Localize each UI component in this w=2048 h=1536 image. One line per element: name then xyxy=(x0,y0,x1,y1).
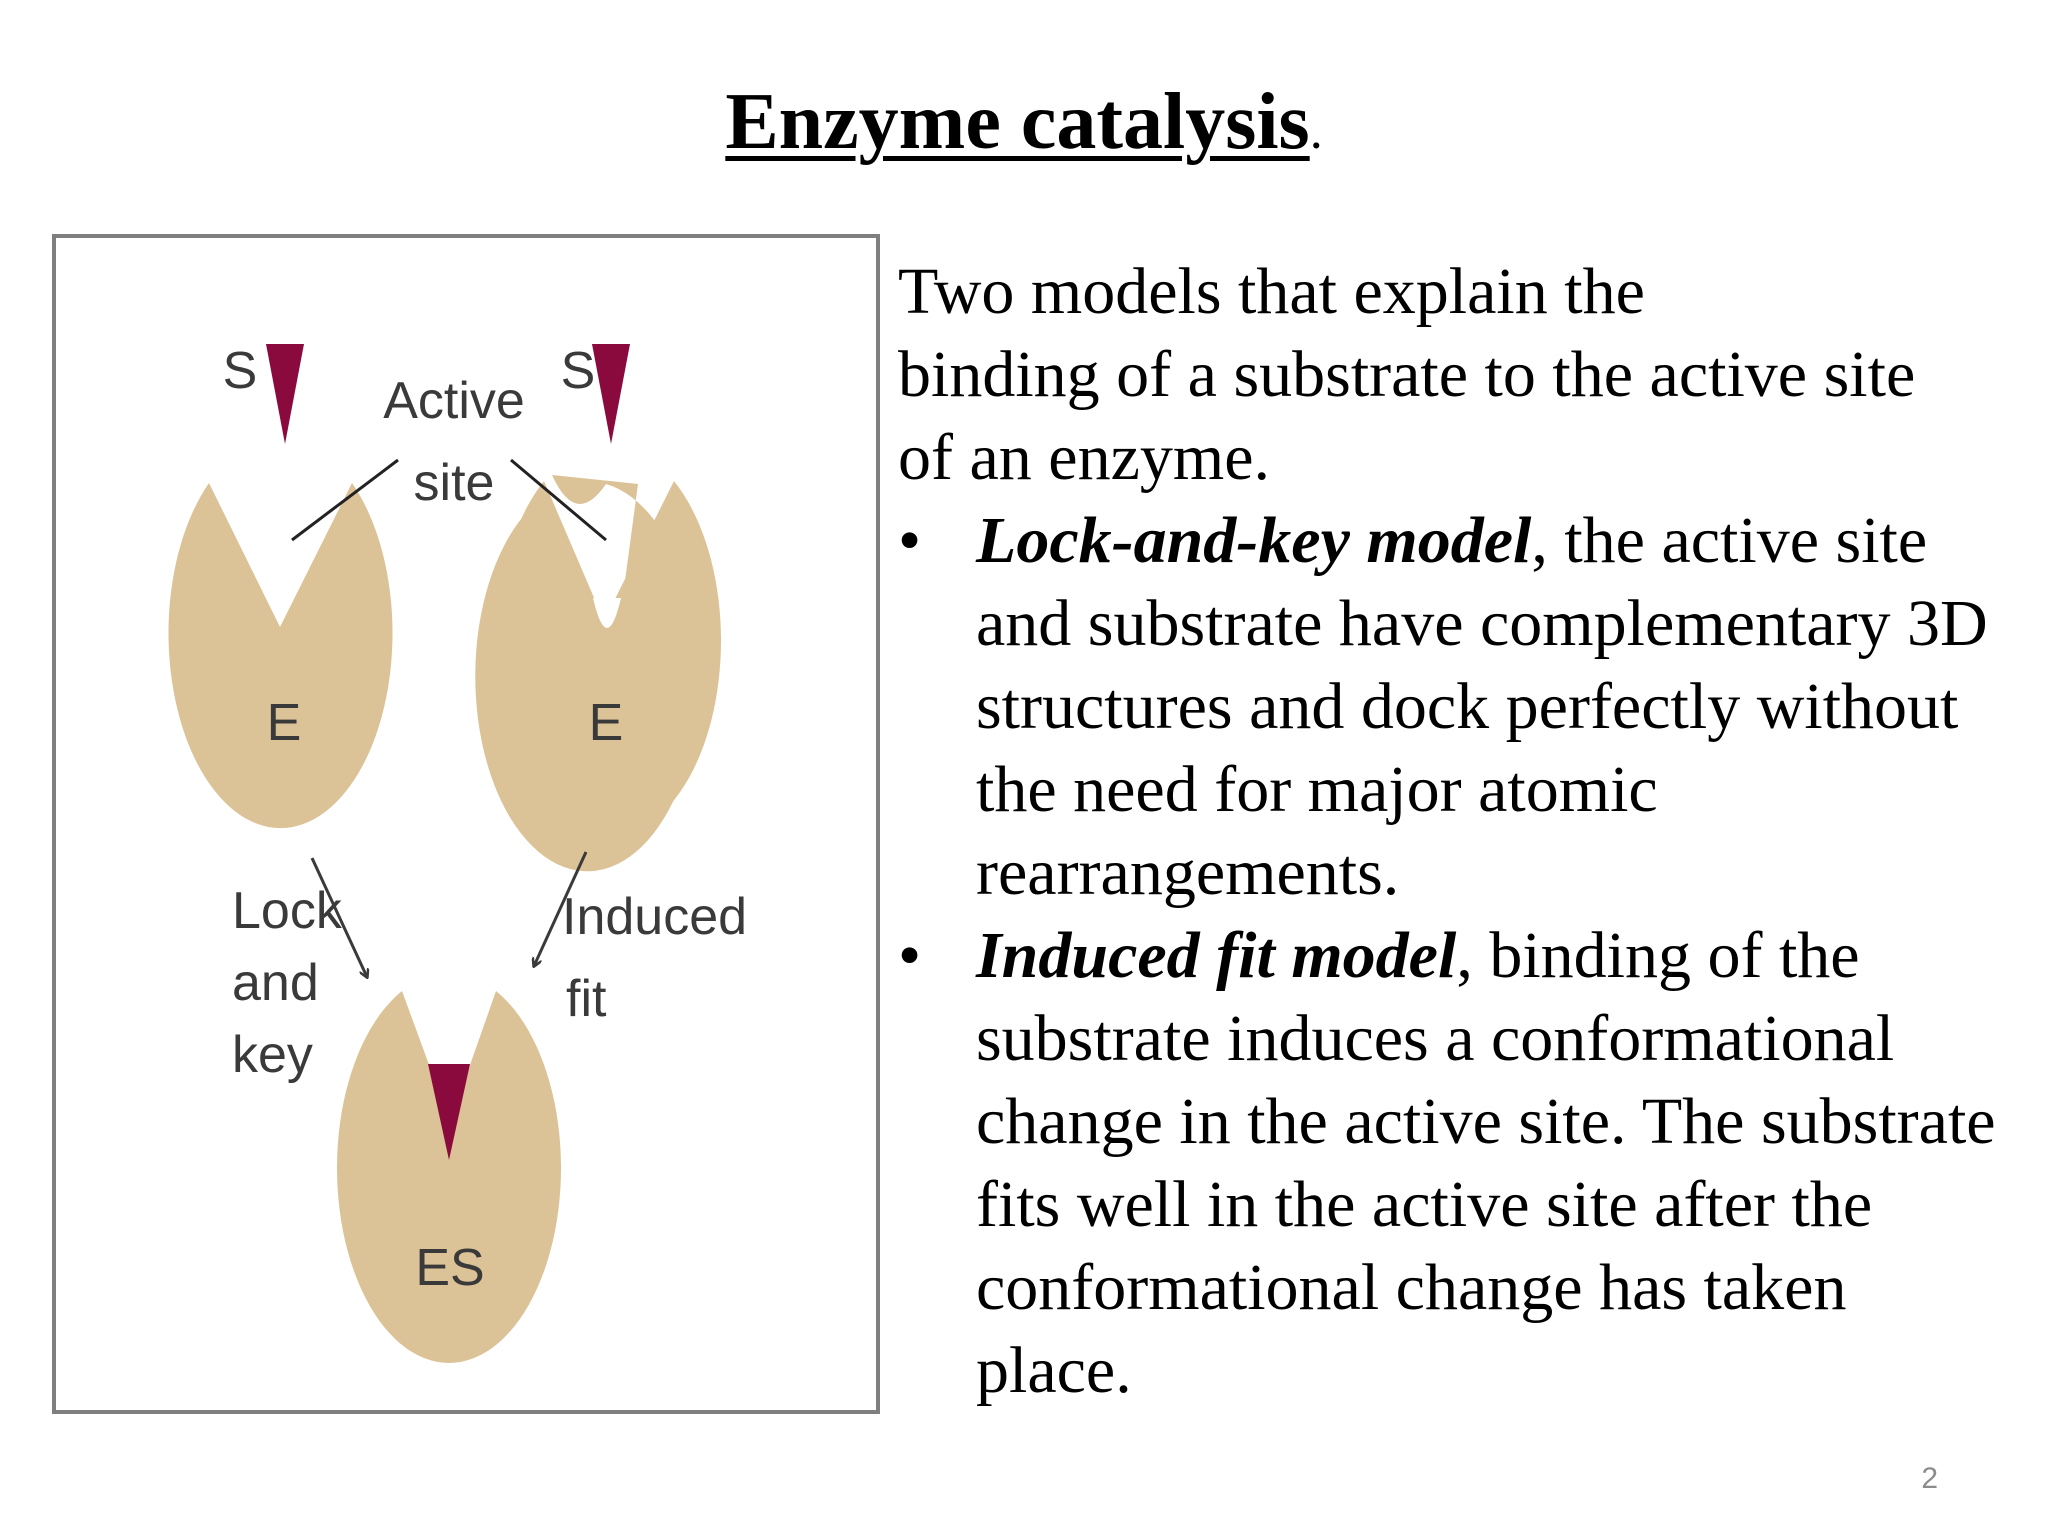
enzyme-right-label: E xyxy=(589,694,624,752)
complex-label: ES xyxy=(415,1239,484,1297)
lock-and-key-arrow xyxy=(310,857,367,977)
intro-line: of an enzyme. xyxy=(898,421,1270,494)
active-site-pointer-left xyxy=(291,458,399,542)
induced-fit-arrow xyxy=(534,851,588,966)
slide-title-text: Enzyme catalysis xyxy=(725,78,1310,166)
active-site-label-line2: site xyxy=(414,454,495,512)
enzyme-left-label: E xyxy=(267,694,302,752)
list-item-lock-and-key: • Lock-and-key model, the active site an… xyxy=(898,499,2008,914)
enzyme-models-figure: E S E S Active site Lock and key Induced… xyxy=(52,234,880,1414)
lock-and-key-description: , the active site and substrate have com… xyxy=(976,504,1988,909)
enzyme-substrate-complex-shape xyxy=(337,991,561,1363)
enzyme-right-notch-round xyxy=(593,598,621,628)
page-number: 2 xyxy=(1921,1462,1938,1495)
intro-line: Two models that explain the xyxy=(898,255,1645,328)
induced-fit-term: Induced fit model xyxy=(976,919,1457,992)
lock-and-key-label-line2: and xyxy=(232,954,319,1012)
slide-title: Enzyme catalysis. xyxy=(0,78,2048,166)
intro-paragraph: Two models that explain the binding of a… xyxy=(898,250,2008,499)
complex-substrate-shape xyxy=(428,1064,470,1160)
lock-and-key-label-line3: key xyxy=(232,1026,313,1084)
model-list: • Lock-and-key model, the active site an… xyxy=(898,499,2008,1412)
bullet-marker: • xyxy=(898,919,922,992)
substrate-right-label: S xyxy=(561,342,596,400)
induced-fit-label-line2: fit xyxy=(566,970,607,1028)
enzyme-models-diagram: E S E S Active site Lock and key Induced… xyxy=(168,342,747,1363)
active-site-label-line1: Active xyxy=(383,372,525,430)
bullet-marker: • xyxy=(898,504,922,577)
induced-fit-description: , binding of the substrate induces a con… xyxy=(976,919,1996,1407)
lock-and-key-term: Lock-and-key model xyxy=(976,504,1532,577)
enzyme-right-shape-main xyxy=(496,481,721,837)
enzyme-left-shape xyxy=(168,483,393,829)
induced-fit-label-line1: Induced xyxy=(562,888,747,946)
slide-title-period: . xyxy=(1309,103,1323,160)
substrate-left-shape xyxy=(266,344,304,444)
intro-line: binding of a substrate to the active sit… xyxy=(898,338,1916,411)
substrate-right-shape xyxy=(592,344,630,444)
lock-and-key-label-line1: Lock xyxy=(232,882,343,940)
substrate-left-label: S xyxy=(223,342,258,400)
list-item-induced-fit: • Induced fit model, binding of the subs… xyxy=(898,914,2008,1412)
active-site-pointer-right xyxy=(510,458,607,542)
text-content: Two models that explain the binding of a… xyxy=(898,250,2008,1412)
